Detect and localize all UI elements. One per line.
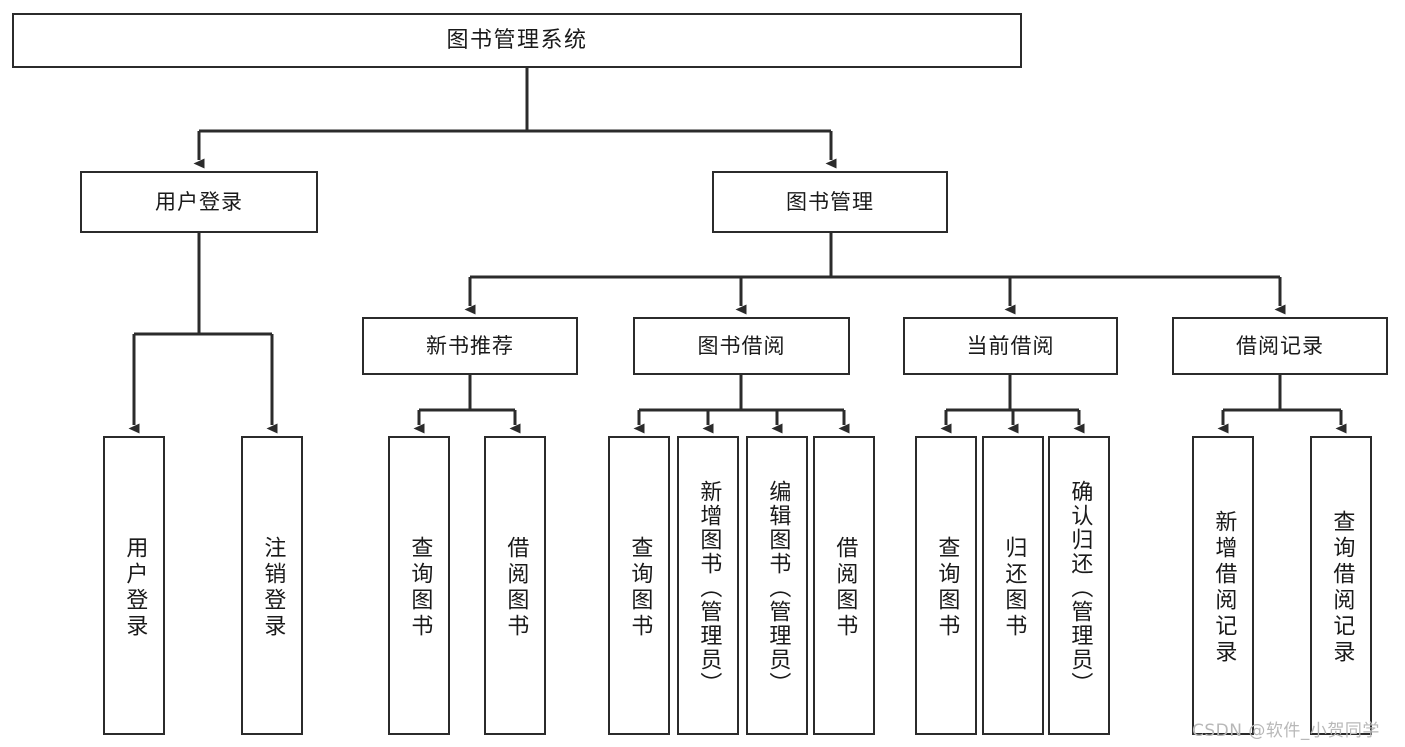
node-leaf-query-book-1[interactable]: 查询图书 <box>388 436 450 735</box>
node-leaf-query-record[interactable]: 查询借阅记录 <box>1310 436 1372 735</box>
node-leaf-query-book-1-label: 查询图书 <box>407 535 433 640</box>
node-leaf-query-book-2-label: 查询图书 <box>627 535 653 640</box>
node-leaf-query-book-2[interactable]: 查询图书 <box>608 436 670 735</box>
node-leaf-borrow-book-2-label: 借阅图书 <box>832 535 858 640</box>
node-leaf-edit-book[interactable]: 编辑图书（管理员） <box>746 436 808 735</box>
node-book-borrow-label: 图书借阅 <box>697 333 786 358</box>
node-leaf-user-logout-label: 注销登录 <box>260 535 286 640</box>
node-current-borrow[interactable]: 当前借阅 <box>903 317 1118 375</box>
node-user-login-label: 用户登录 <box>155 189 243 214</box>
node-book-manage-label: 图书管理 <box>786 189 874 214</box>
node-leaf-query-book-3[interactable]: 查询图书 <box>915 436 977 735</box>
csdn-watermark: CSDN @软件_小贺同学 <box>1192 721 1380 741</box>
node-leaf-user-logout[interactable]: 注销登录 <box>241 436 303 735</box>
node-leaf-add-book-label: 新增图书（管理员） <box>696 479 722 696</box>
node-user-login[interactable]: 用户登录 <box>80 171 318 233</box>
node-current-borrow-label: 当前借阅 <box>966 333 1055 358</box>
node-leaf-return-book-label: 归还图书 <box>1001 535 1027 640</box>
node-leaf-user-login[interactable]: 用户登录 <box>103 436 165 735</box>
node-root-label: 图书管理系统 <box>446 27 588 53</box>
node-book-borrow[interactable]: 图书借阅 <box>633 317 850 375</box>
node-leaf-add-record-label: 新增借阅记录 <box>1211 509 1237 666</box>
node-new-book-recommend-label: 新书推荐 <box>426 333 514 358</box>
node-leaf-add-record[interactable]: 新增借阅记录 <box>1192 436 1254 735</box>
node-leaf-return-book[interactable]: 归还图书 <box>982 436 1044 735</box>
node-root[interactable]: 图书管理系统 <box>12 13 1022 68</box>
node-borrow-record[interactable]: 借阅记录 <box>1172 317 1388 375</box>
node-leaf-borrow-book-2[interactable]: 借阅图书 <box>813 436 875 735</box>
node-leaf-borrow-book-1[interactable]: 借阅图书 <box>484 436 546 735</box>
node-leaf-confirm-return-label: 确认归还（管理员） <box>1067 479 1093 696</box>
node-book-manage[interactable]: 图书管理 <box>712 171 948 233</box>
node-new-book-recommend[interactable]: 新书推荐 <box>362 317 578 375</box>
node-leaf-confirm-return[interactable]: 确认归还（管理员） <box>1048 436 1110 735</box>
node-leaf-borrow-book-1-label: 借阅图书 <box>503 535 529 640</box>
node-leaf-add-book[interactable]: 新增图书（管理员） <box>677 436 739 735</box>
node-leaf-query-book-3-label: 查询图书 <box>934 535 960 640</box>
node-leaf-query-record-label: 查询借阅记录 <box>1329 509 1355 666</box>
node-leaf-edit-book-label: 编辑图书（管理员） <box>765 479 791 696</box>
node-leaf-user-login-label: 用户登录 <box>122 535 148 640</box>
node-borrow-record-label: 借阅记录 <box>1236 333 1324 358</box>
